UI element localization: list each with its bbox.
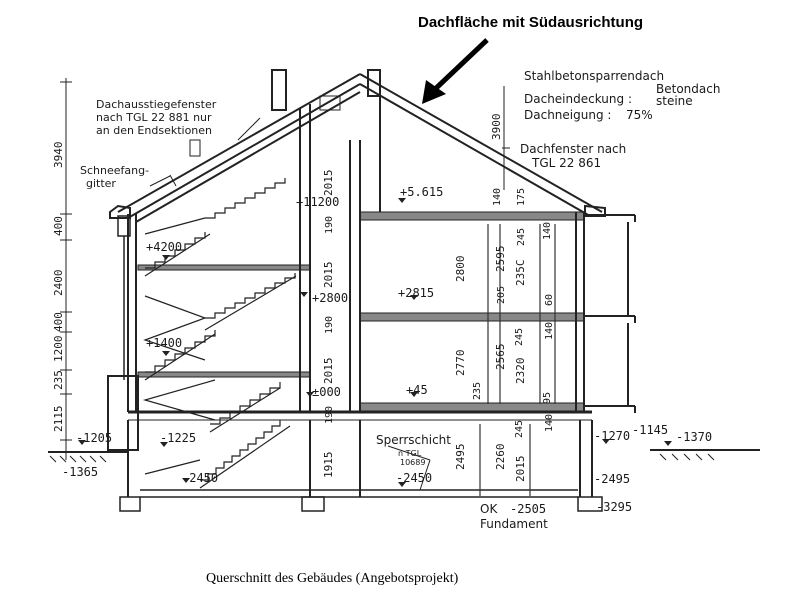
level-3295: -3295 — [596, 500, 632, 514]
caption: Querschnitt des Gebäudes (Angebotsprojek… — [206, 571, 459, 586]
dim-205: 205 — [496, 286, 507, 304]
level-4200: +4200 — [146, 240, 182, 254]
snow-guard-note-1: Schneefang- — [80, 164, 149, 177]
roof-covering-label: Dacheindeckung : — [524, 92, 632, 106]
heading: Dachfläche mit Südausrichtung — [418, 14, 643, 31]
level-1400: +1400 — [146, 336, 182, 350]
dim-2800: 2800 — [454, 256, 467, 283]
dim-140-b: 140 — [542, 222, 553, 240]
exit-window-note-3: an den Endsektionen — [96, 124, 212, 137]
dim-2565: 2565 — [494, 344, 507, 371]
dim-2400: 2400 — [52, 270, 65, 297]
dim-175: 175 — [516, 188, 527, 206]
dim-245-a: 245 — [516, 228, 527, 246]
dim-stair-2015-a: 2015 — [322, 170, 335, 197]
dim-400-top: 400 — [52, 216, 65, 236]
dim-2595: 2595 — [494, 246, 507, 273]
dim-140-d: 140 — [544, 414, 555, 432]
level-1270: -1270 — [594, 429, 630, 443]
level-1365: -1365 — [62, 465, 98, 479]
exit-window-note-1: Dachausstiegefenster — [96, 98, 217, 111]
level-2450-left: -2450 — [182, 471, 218, 485]
roof-window-note: Dachfenster nach — [520, 142, 626, 156]
level-2815: +2815 — [398, 286, 434, 300]
dim-2770: 2770 — [454, 350, 467, 377]
roof-pitch-label: Dachneigung : — [524, 108, 611, 122]
level-1205: -1205 — [76, 431, 112, 445]
roof-type-note: Stahlbetonsparrendach — [524, 69, 664, 83]
dim-stair-190-a: 190 — [324, 216, 335, 234]
level-1145: -1145 — [632, 423, 668, 437]
damp-course-standard: n TGL — [398, 449, 422, 458]
dim-2320: 2320 — [514, 358, 527, 385]
roof-pitch-value: 75% — [626, 108, 653, 122]
balcony-slabs — [584, 214, 636, 413]
dim-stair-190-b: 190 — [324, 316, 335, 334]
level-2505: -2505 — [510, 502, 546, 516]
dim-400-mid: 400 — [52, 312, 65, 332]
exit-window-note-2: nach TGL 22 881 nur — [96, 111, 212, 124]
snow-guard-note-2: gitter — [86, 177, 116, 190]
level-2800: +2800 — [312, 291, 348, 305]
dim-1200: 1200 — [52, 336, 65, 363]
dim-60: 60 — [544, 294, 555, 306]
foundation-label: Fundament — [480, 517, 548, 531]
ground-line — [48, 449, 760, 463]
dim-245-c: 245 — [514, 420, 525, 438]
dim-235-b: 235 — [472, 382, 483, 400]
roof — [109, 69, 606, 223]
dim-3940: 3940 — [52, 142, 65, 169]
entrance-block — [107, 375, 139, 451]
roof-covering-value: Betondach — [656, 82, 720, 96]
left-dimension-line — [60, 78, 72, 460]
level-2495: -2495 — [594, 472, 630, 486]
level-markers — [78, 198, 672, 487]
dim-95: 95 — [542, 392, 553, 404]
roof-covering-value-2: steine — [656, 94, 693, 108]
staircase — [142, 178, 297, 489]
ok-label: OK — [480, 502, 498, 516]
dim-2350: 235C — [514, 260, 527, 287]
dim-3900: 3900 — [490, 114, 503, 141]
arrow-icon — [422, 38, 489, 104]
level-1225: -1225 — [160, 431, 196, 445]
dim-stair-1915: 1915 — [322, 452, 335, 479]
damp-course-number: 10689 — [400, 458, 425, 467]
roof-window-standard: TGL 22 861 — [531, 156, 601, 170]
dim-245-b: 245 — [514, 328, 525, 346]
dim-stair-2015-c: 2015 — [322, 358, 335, 385]
level-2450-right: -2450 — [396, 471, 432, 485]
dim-2260: 2260 — [494, 444, 507, 471]
window-columns — [479, 224, 556, 496]
dim-2015: 2015 — [514, 456, 527, 483]
level-11200: +11200 — [296, 195, 339, 209]
leader-lines — [169, 117, 510, 491]
dim-140-c: 140 — [544, 322, 555, 340]
dim-2495: 2495 — [454, 444, 467, 471]
dim-140-a: 140 — [492, 188, 503, 206]
damp-course-label: Sperrschicht — [376, 433, 451, 447]
dim-2115: 2115 — [52, 406, 65, 433]
level-zero: ±000 — [312, 385, 341, 399]
level-1370: -1370 — [676, 430, 712, 444]
dim-stair-2015-b: 2015 — [322, 262, 335, 289]
level-5615: +5.615 — [400, 185, 443, 199]
dim-235: 235 — [52, 370, 65, 390]
level-45: +45 — [406, 383, 428, 397]
dim-stair-190-c: 190 — [324, 406, 335, 424]
downpipe — [117, 215, 131, 380]
walls — [127, 140, 585, 412]
